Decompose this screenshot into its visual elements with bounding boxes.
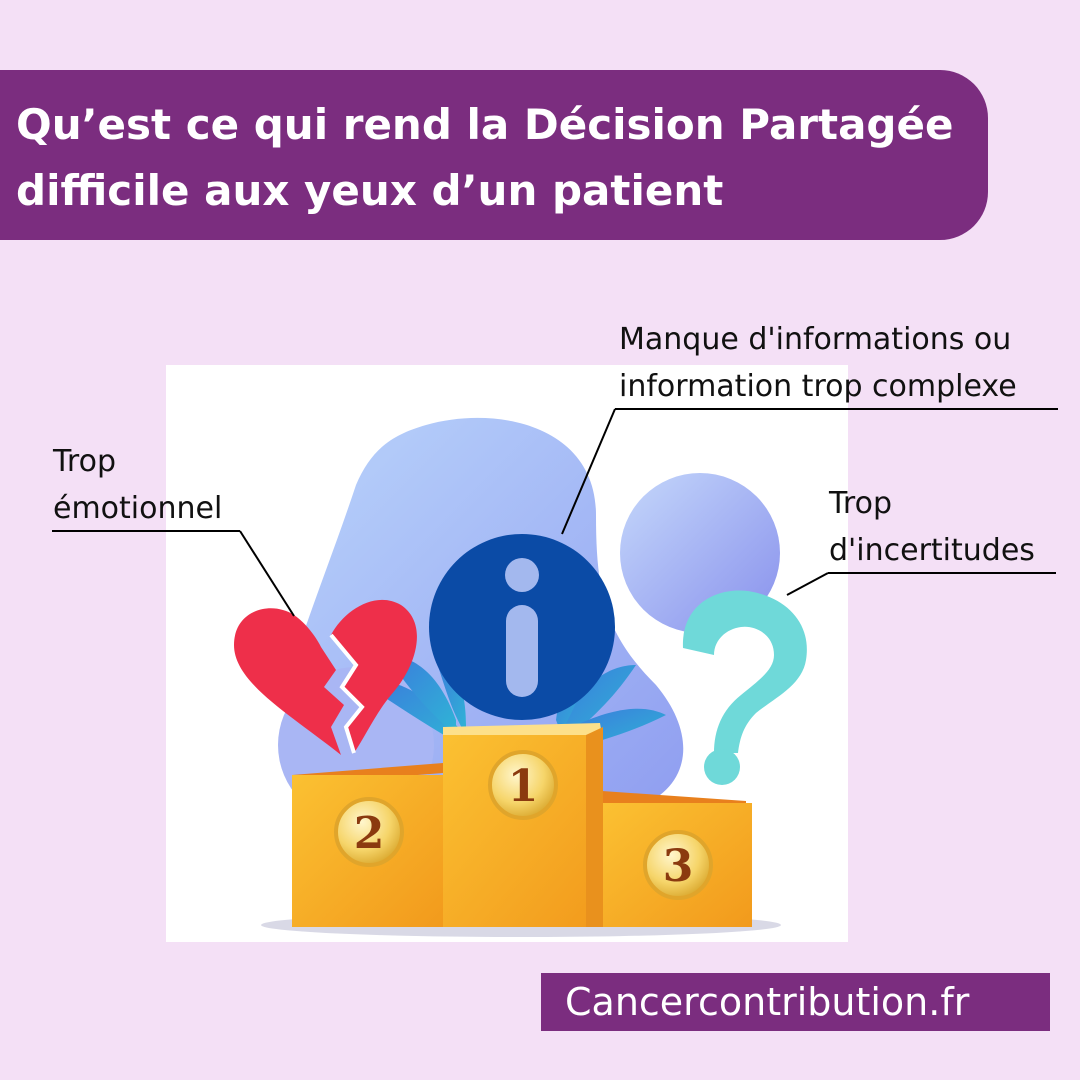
info-icon xyxy=(429,534,615,720)
label-too-uncertain: Trop d'incertitudes xyxy=(829,480,1035,574)
title-line-2: difficile aux yeux d’un patient xyxy=(16,166,724,215)
medal-third-number: 3 xyxy=(663,841,694,892)
label-uncertain-line-1: Trop xyxy=(829,486,892,521)
label-info-line-1: Manque d'informations ou xyxy=(619,322,1012,357)
podium-first xyxy=(443,723,603,927)
question-mark-icon xyxy=(682,590,807,785)
website-badge[interactable]: Cancercontribution.fr xyxy=(541,973,1050,1031)
medal-second: 2 xyxy=(334,797,404,867)
label-emotion-line-1: Trop xyxy=(53,444,116,479)
label-lack-of-information: Manque d'informations ou information tro… xyxy=(619,316,1017,410)
medal-first: 1 xyxy=(488,750,558,820)
broken-heart-icon xyxy=(234,599,417,755)
label-uncertain-line-2: d'incertitudes xyxy=(829,533,1035,568)
medal-third: 3 xyxy=(643,830,713,900)
label-too-emotional: Trop émotionnel xyxy=(53,438,222,532)
title-line-1: Qu’est ce qui rend la Décision Partagée xyxy=(16,100,954,149)
medal-first-number: 1 xyxy=(508,761,539,812)
medal-second-number: 2 xyxy=(354,808,385,859)
podium-illustration: 1 2 3 xyxy=(166,365,848,942)
podium-illustration-svg: 1 2 3 xyxy=(234,417,807,937)
title-banner: Qu’est ce qui rend la Décision Partagée … xyxy=(0,70,988,240)
label-info-line-2: information trop complexe xyxy=(619,369,1017,404)
label-emotion-line-2: émotionnel xyxy=(53,491,223,526)
